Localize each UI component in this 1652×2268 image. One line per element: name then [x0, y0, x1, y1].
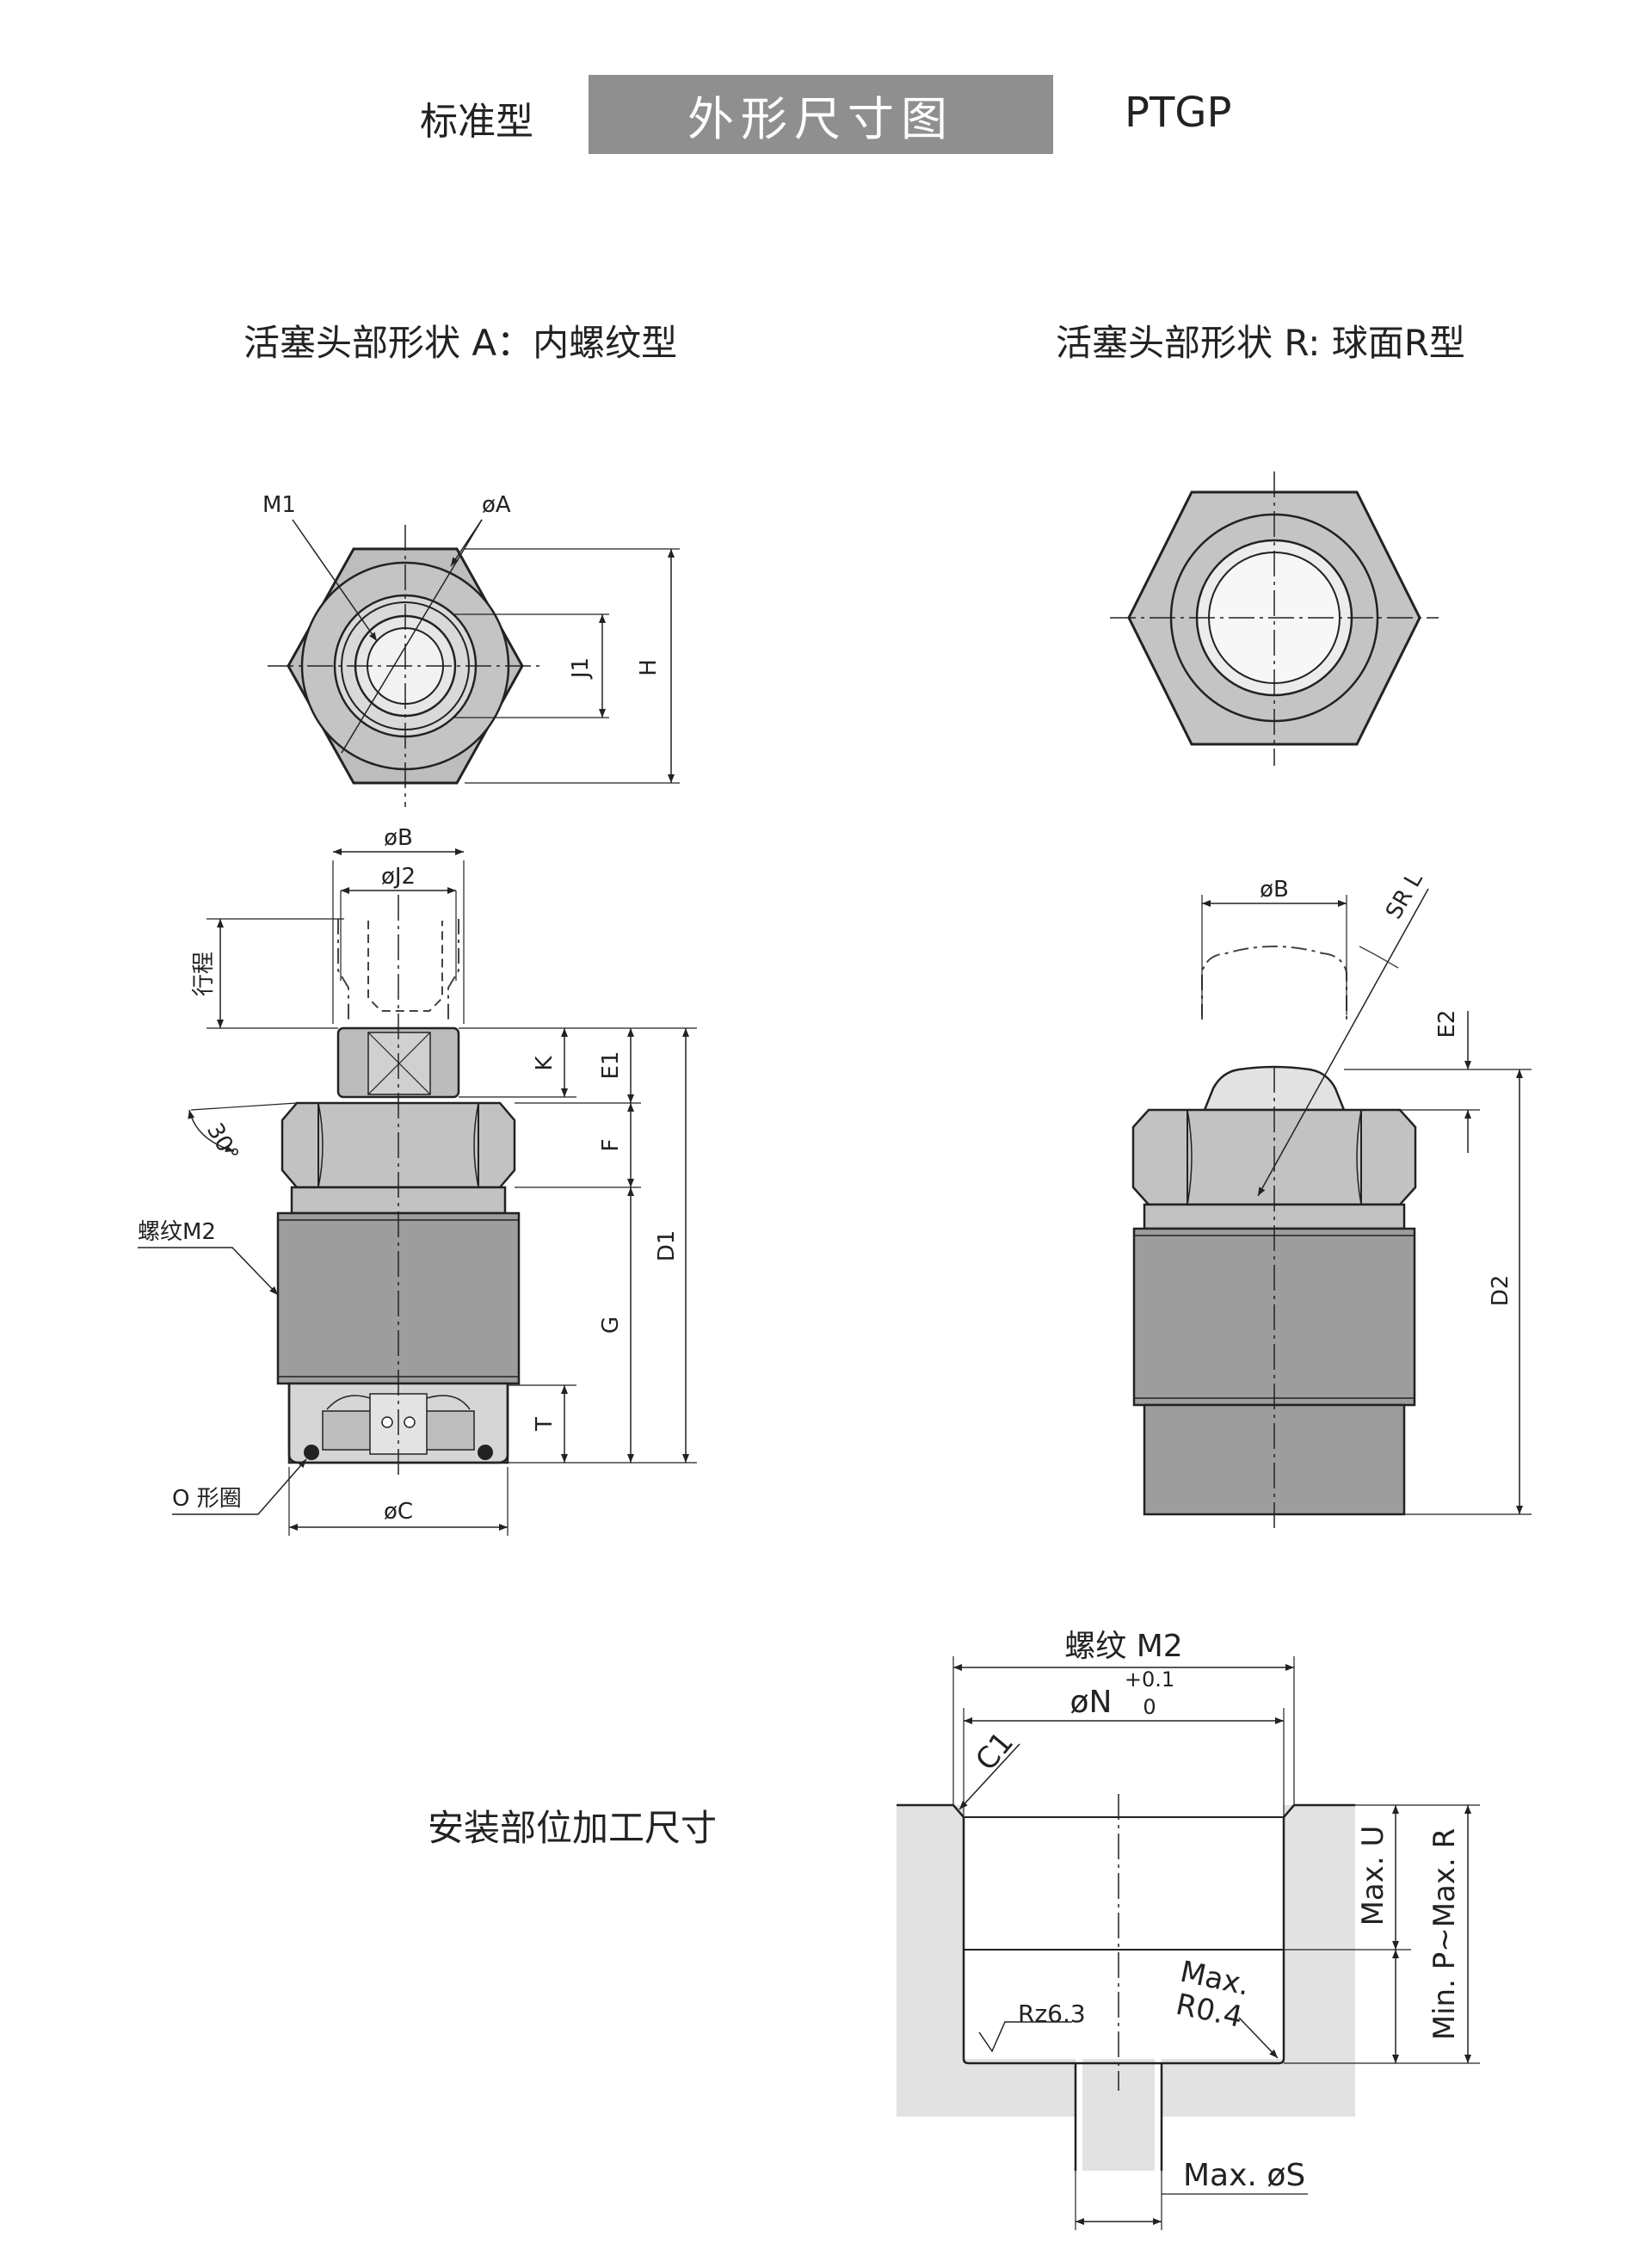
- label-oj2: øJ2: [381, 864, 416, 890]
- label-rz: Rz6.3: [1018, 2000, 1086, 2028]
- label-m1: M1: [262, 492, 296, 518]
- label-ob: øB: [384, 825, 413, 851]
- mounting-bore-view: 螺纹 M2 øN +0.1 0 C1 Max. U Min. P~Max. R …: [897, 1629, 1480, 2230]
- label-30deg: 30°: [201, 1119, 243, 1167]
- type-a-top-view: M1 øA J1 H: [262, 492, 680, 807]
- label-d1: D1: [654, 1230, 680, 1262]
- label-on-tol-upper: +0.1: [1125, 1667, 1174, 1692]
- label-oa: øA: [482, 492, 511, 518]
- label-max-u: Max. U: [1356, 1826, 1390, 1926]
- label-e1: E1: [598, 1051, 624, 1080]
- header-model: PTGP: [1125, 89, 1232, 137]
- type-r-top-view: [1110, 471, 1439, 766]
- type-a-side-view: øB øJ2 行程 K E1 F G T D1 30° 螺纹M2 O 形: [138, 825, 697, 1536]
- caption-type-r: 活塞头部形状 R: 球面R型: [1056, 322, 1465, 364]
- header-series-label: 标准型: [420, 100, 533, 144]
- label-mount-thread: 螺纹 M2: [1064, 1629, 1182, 1664]
- label-stroke: 行程: [191, 952, 217, 996]
- label-r-ob: øB: [1260, 877, 1289, 903]
- label-h: H: [636, 659, 662, 676]
- label-oc: øC: [384, 1499, 413, 1525]
- label-max-os: Max. øS: [1183, 2158, 1305, 2193]
- label-min-p-max-r: Min. P~Max. R: [1427, 1828, 1462, 2040]
- label-d2: D2: [1488, 1275, 1513, 1307]
- label-f: F: [598, 1139, 624, 1152]
- label-e2: E2: [1434, 1010, 1460, 1038]
- header-title-box: 外形尺寸图: [589, 75, 1053, 154]
- type-r-side-view: øB SR L E2 D2: [1131, 867, 1532, 1532]
- label-srl: SR L: [1381, 867, 1428, 923]
- label-g: G: [598, 1316, 624, 1334]
- label-t: T: [532, 1417, 558, 1432]
- label-k: K: [532, 1056, 558, 1071]
- label-j1: J1: [568, 657, 594, 680]
- label-oring: O 形圈: [172, 1486, 242, 1512]
- label-thread-m2-a: 螺纹M2: [138, 1219, 216, 1245]
- header-title: 外形尺寸图: [687, 91, 954, 146]
- label-on-tol-lower: 0: [1143, 1695, 1156, 1719]
- label-on: øN: [1070, 1685, 1113, 1720]
- caption-mounting: 安装部位加工尺寸: [428, 1807, 718, 1849]
- caption-type-a: 活塞头部形状 A：内螺纹型: [243, 322, 678, 364]
- label-c1: C1: [969, 1725, 1020, 1777]
